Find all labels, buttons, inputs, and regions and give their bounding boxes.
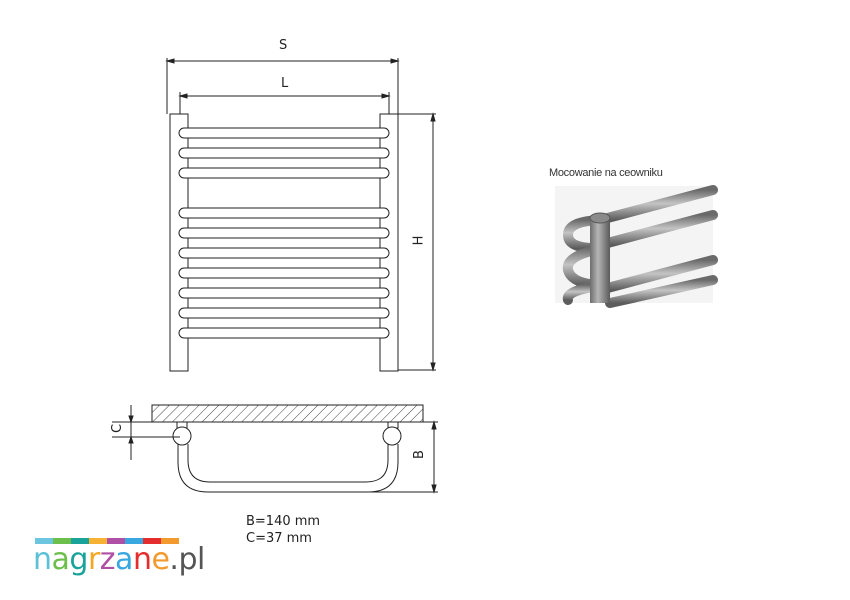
logo-letter: g	[69, 542, 88, 577]
towel-bar	[178, 267, 390, 279]
wall-section	[151, 404, 424, 423]
logo-letter: .pl	[169, 542, 205, 577]
towel-bar	[178, 247, 390, 259]
logo-bar-segment	[71, 538, 89, 544]
nagrzane-logo: nagrzane.pl	[33, 538, 205, 576]
dimension-b	[370, 420, 438, 494]
dimension-values: B=140 mm C=37 mm	[246, 513, 320, 547]
dimension-c	[112, 405, 180, 460]
towel-bar	[178, 227, 390, 239]
label-c: C	[110, 423, 126, 434]
dimension-b-value: B=140 mm	[246, 514, 321, 529]
label-l: L	[281, 76, 289, 91]
logo-bar-segment	[53, 538, 71, 544]
towel-bar	[178, 207, 390, 219]
logo-bar-segment	[143, 538, 161, 544]
towel-bar	[178, 167, 390, 179]
label-s: S	[279, 38, 288, 53]
logo-bar-segment	[125, 538, 143, 544]
logo-letter: e	[151, 542, 170, 577]
mounting-caption: Mocowanie na ceowniku	[549, 167, 663, 179]
logo-letter: a	[51, 542, 70, 577]
towel-bar	[178, 307, 390, 319]
left-pipe-end	[172, 426, 192, 446]
logo-letter: a	[115, 542, 133, 577]
towel-bars	[178, 127, 390, 339]
mounting-photo	[555, 185, 718, 308]
u-pipe	[177, 444, 399, 493]
label-h: H	[411, 235, 427, 246]
logo-letter: z	[99, 542, 116, 577]
dimension-l	[178, 93, 391, 99]
logo-bar-segment	[35, 538, 53, 544]
logo-color-bar	[35, 538, 205, 544]
logo-bar-segment	[161, 538, 179, 544]
logo-text: nagrzane.pl	[33, 544, 205, 576]
dimension-c-value: C=37 mm	[246, 531, 312, 546]
logo-bar-segment	[107, 538, 125, 544]
label-b: B	[411, 450, 427, 459]
logo-letter: n	[132, 542, 152, 577]
towel-bar	[178, 327, 390, 339]
towel-bar	[178, 287, 390, 299]
right-pipe-end	[382, 426, 402, 446]
dimension-h	[398, 112, 436, 372]
towel-bar	[178, 147, 390, 159]
logo-bar-segment	[89, 538, 107, 544]
logo-letter: r	[87, 542, 100, 577]
dimension-s	[165, 58, 400, 64]
towel-bar	[178, 127, 390, 139]
logo-letter: n	[33, 542, 52, 577]
